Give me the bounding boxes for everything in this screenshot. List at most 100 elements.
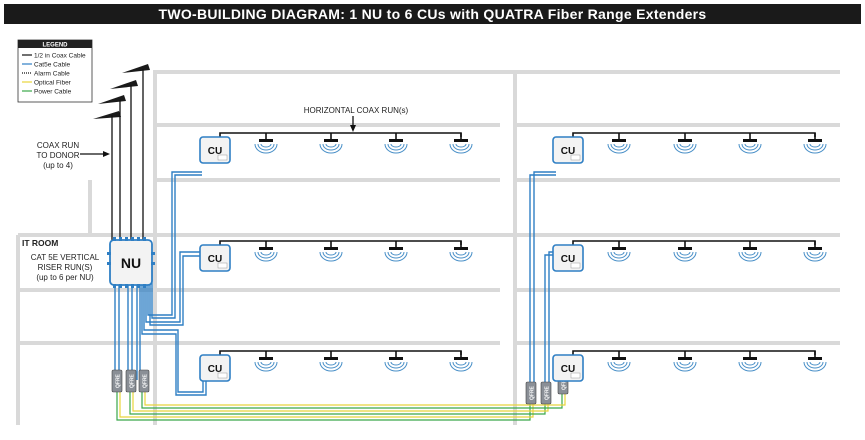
- signal-wave-icon: [319, 143, 343, 154]
- ceiling-antenna-icon: [678, 247, 692, 250]
- signal-wave-icon: [806, 251, 824, 259]
- qfre-label: QFRE: [130, 373, 136, 388]
- signal-wave-icon: [610, 143, 628, 151]
- ceiling-antenna-icon: [808, 357, 822, 360]
- riser-label: CAT 5E VERTICAL: [31, 253, 100, 262]
- ceiling-antenna-icon: [389, 357, 403, 360]
- signal-wave-icon: [741, 361, 759, 369]
- qfre-label: QFRE: [116, 373, 122, 388]
- signal-wave-icon: [254, 143, 278, 154]
- signal-wave-icon: [679, 361, 691, 366]
- cu-label: CU: [208, 364, 222, 375]
- ceiling-antenna-icon: [808, 139, 822, 142]
- ceiling-antenna-icon: [454, 357, 468, 360]
- signal-wave-icon: [744, 361, 756, 366]
- donor-antennas: [93, 64, 150, 240]
- legend-item-power: Power Cable: [34, 89, 72, 96]
- signal-wave-icon: [613, 361, 625, 366]
- signal-wave-icon: [319, 361, 343, 372]
- signal-wave-icon: [390, 251, 402, 256]
- signal-wave-icon: [806, 361, 824, 369]
- signal-wave-icon: [613, 251, 625, 256]
- ceiling-antenna-icon: [324, 139, 338, 142]
- ceiling-antenna-icon: [454, 247, 468, 250]
- signal-wave-icon: [679, 143, 691, 148]
- signal-wave-icon: [455, 143, 467, 148]
- signal-wave-icon: [455, 361, 467, 366]
- horizontal-coax-label: HORIZONTAL COAX RUN(s): [304, 106, 409, 115]
- qfre-label: QFRE: [562, 375, 568, 390]
- ceiling-antenna-icon: [678, 357, 692, 360]
- qfre-module: QFRE: [138, 369, 150, 393]
- qfre-module: QFRE: [125, 369, 137, 393]
- coax-run-label: COAX RUN: [37, 141, 79, 150]
- diagram-title: TWO-BUILDING DIAGRAM: 1 NU to 6 CUs with…: [4, 4, 861, 24]
- building-2: [513, 70, 840, 425]
- nu-label: NU: [121, 255, 141, 271]
- signal-wave-icon: [607, 143, 631, 154]
- signal-wave-icon: [449, 143, 473, 154]
- signal-wave-icon: [387, 251, 405, 259]
- signal-wave-icon: [679, 251, 691, 256]
- signal-wave-icon: [744, 143, 756, 148]
- legend-item-alarm: Alarm Cable: [34, 71, 70, 78]
- signal-wave-icon: [260, 251, 272, 256]
- signal-wave-icon: [325, 361, 337, 366]
- signal-wave-icon: [254, 251, 278, 262]
- horizontal-coax: [572, 350, 816, 356]
- fiber-runs: [116, 392, 566, 421]
- arrow-icon: [350, 125, 356, 132]
- ceiling-antenna-icon: [612, 357, 626, 360]
- signal-wave-icon: [676, 361, 694, 369]
- ceiling-antenna-icon: [259, 139, 273, 142]
- signal-wave-icon: [673, 251, 697, 262]
- cu-port: [217, 372, 228, 379]
- qfre-module: QFRE: [540, 381, 552, 405]
- ceiling-antenna-icon: [389, 139, 403, 142]
- cu-port: [217, 262, 228, 269]
- signal-wave-icon: [322, 361, 340, 369]
- donor-antenna-icon: [98, 95, 126, 104]
- ceiling-antenna-icon: [743, 139, 757, 142]
- ceiling-antenna-icon: [324, 357, 338, 360]
- signal-wave-icon: [257, 251, 275, 259]
- signal-wave-icon: [809, 251, 821, 256]
- ceiling-antenna-icon: [324, 247, 338, 250]
- signal-wave-icon: [260, 361, 272, 366]
- signal-wave-icon: [744, 251, 756, 256]
- signal-wave-icon: [803, 251, 827, 262]
- signal-wave-icon: [809, 361, 821, 366]
- signal-wave-icon: [455, 251, 467, 256]
- signal-wave-icon: [449, 361, 473, 372]
- legend: LEGEND 1/2 in Coax Cable Cat5e Cable Ala…: [17, 39, 93, 103]
- ceiling-antenna-icon: [259, 357, 273, 360]
- nu-unit: NU: [107, 237, 155, 288]
- signal-wave-icon: [741, 251, 759, 259]
- signal-wave-icon: [803, 361, 827, 372]
- signal-wave-icon: [610, 361, 628, 369]
- signal-wave-icon: [260, 143, 272, 148]
- qfre-label: QFRE: [545, 385, 551, 400]
- signal-wave-icon: [607, 361, 631, 372]
- cu-label: CU: [561, 254, 575, 265]
- cu-port: [570, 372, 581, 379]
- signal-wave-icon: [676, 143, 694, 151]
- signal-wave-icon: [610, 251, 628, 259]
- cu-label: CU: [208, 254, 222, 265]
- signal-wave-icon: [738, 361, 762, 372]
- qfre-label: QFRE: [530, 385, 536, 400]
- ceiling-antenna-icon: [743, 357, 757, 360]
- coax-run-label: TO DONOR: [37, 151, 80, 160]
- signal-wave-icon: [254, 361, 278, 372]
- ceiling-antenna-icon: [743, 247, 757, 250]
- signal-wave-icon: [387, 361, 405, 369]
- ceiling-antenna-icon: [808, 247, 822, 250]
- cu-port: [570, 262, 581, 269]
- signal-wave-icon: [322, 251, 340, 259]
- signal-wave-icon: [809, 143, 821, 148]
- horizontal-coax: [219, 132, 462, 138]
- horizontal-coax: [219, 240, 462, 246]
- signal-wave-icon: [738, 251, 762, 262]
- legend-item-coax: 1/2 in Coax Cable: [34, 53, 86, 60]
